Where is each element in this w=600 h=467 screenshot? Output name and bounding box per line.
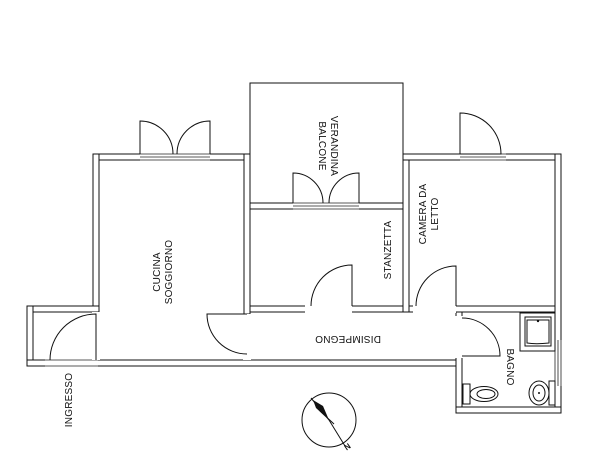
balcone-label-line2: VERANDINA [328,116,339,176]
bagno-label: BAGNO [504,348,515,385]
cucina-label-line2: SOGGIORNO [164,240,175,305]
toilet-icon [462,383,499,405]
ingresso-label: INGRESSO [64,373,75,427]
camera-label-line1: CAMERA DA [418,184,429,245]
north-arrow-icon: N [301,392,357,452]
stanzetta-label: STANZETTA [383,221,394,280]
openings [45,153,562,386]
disimpegno-label: DISIMPEGNO [315,333,381,344]
door-swings [49,112,502,361]
camera-label-line2: LETTO [430,197,441,230]
bidet-icon [528,380,556,406]
balcone-label-line1: BALCONE [316,121,327,170]
walls [26,153,562,414]
balcony-outline [249,82,404,198]
sink-icon [519,312,556,352]
compass-north-letter: N [343,441,353,452]
cucina-label-line1: CUCINA [152,252,163,292]
